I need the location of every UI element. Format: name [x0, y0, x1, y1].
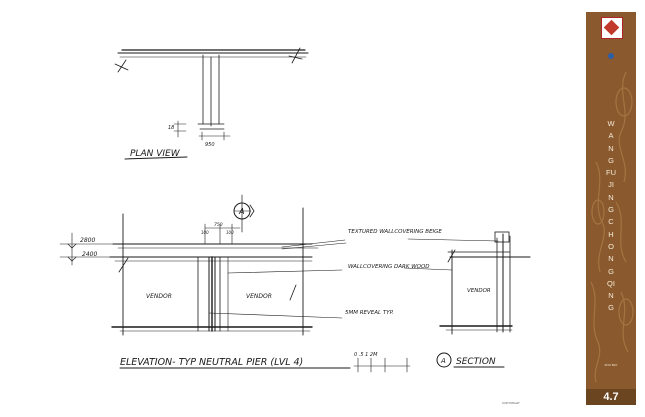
note-textured: TEXTURED WALLCOVERING BEIGE [348, 229, 442, 235]
top-dim-label-1: 750 [214, 222, 223, 228]
section-marker-label: A [238, 207, 244, 216]
title-block: WANGFUJING CHONGQING ZOO BAY 4.7 [586, 12, 636, 405]
level-upper-label: 2800 [80, 237, 95, 244]
level-lower-label: 2400 [82, 251, 97, 258]
note-wallcovering: WALLCOVERING DARK WOOD [348, 264, 430, 270]
section-detail [436, 231, 531, 368]
project-name-text: WANGFUJING CHONGQING [606, 119, 616, 313]
vendor-mid-label: VENDOR [246, 293, 272, 300]
vendor-section-label: VENDOR [467, 288, 491, 294]
plan-view [114, 47, 309, 160]
sheet-number: 4.7 [586, 389, 636, 405]
elevation [59, 194, 499, 373]
plan-view-title: PLAN VIEW [130, 149, 181, 159]
top-dim-label-3: 100 [226, 230, 234, 235]
plan-side-dim-label: 18 [168, 125, 174, 131]
logo-diamond-icon [603, 19, 620, 36]
scale-label: 0 .5 1 2M [354, 352, 378, 358]
note-reveal: 5MM REVEAL TYP. [345, 310, 394, 316]
project-name: WANGFUJING CHONGQING [586, 118, 636, 315]
note-textured-text: TEXTURED WALLCOVERING BEIGE [348, 229, 442, 235]
section-title-marker: A [440, 357, 446, 365]
drawing-canvas: PLAN VIEW 950 18 A 750 100 100 2800 2400… [59, 47, 531, 373]
copyright-note: COPYRIGHT [502, 401, 520, 405]
title-block-texture [590, 71, 634, 383]
section-title: SECTION [456, 357, 496, 367]
elevation-title: ELEVATION- TYP NEUTRAL PIER (LVL 4) [120, 357, 303, 368]
title-block-small-text: ZOO BAY [604, 363, 618, 367]
vendor-left-label: VENDOR [146, 293, 172, 300]
logo-badge [601, 17, 623, 39]
plan-dim-label: 950 [205, 142, 215, 148]
blue-dot-icon [608, 53, 614, 59]
top-dim-label-2: 100 [201, 230, 209, 235]
